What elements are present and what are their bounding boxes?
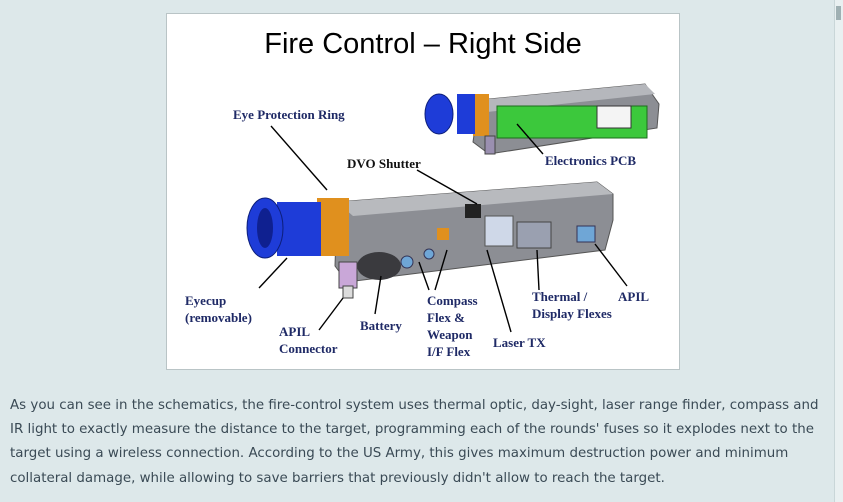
- label-apil-connector: APIL Connector: [279, 323, 338, 357]
- label-compass-line1: Compass: [427, 293, 478, 308]
- page-scrollbar[interactable]: [834, 0, 843, 502]
- label-battery: Battery: [360, 318, 402, 333]
- scrollbar-thumb[interactable]: [836, 6, 841, 20]
- label-compass-line2: Flex &: [427, 310, 465, 325]
- label-electronics-pcb: Electronics PCB: [545, 153, 637, 168]
- label-thermal-line1: Thermal /: [532, 289, 588, 304]
- article-paragraph: As you can see in the schematics, the fi…: [10, 398, 819, 486]
- diagram-title: Fire Control – Right Side: [264, 28, 582, 60]
- label-thermal-line2: Display Flexes: [532, 306, 612, 321]
- label-dvo-shutter: DVO Shutter: [347, 156, 421, 171]
- label-compass-line3: Weapon: [427, 327, 473, 342]
- upper-unit: [424, 83, 660, 155]
- label-eye-protection-ring: Eye Protection Ring: [233, 107, 345, 122]
- label-eyecup-line1: Eyecup: [185, 293, 227, 308]
- label-compass-line4: I/F Flex: [427, 344, 471, 359]
- label-apil: APIL: [618, 289, 650, 304]
- label-thermal-display-flexes: Thermal / Display Flexes: [532, 288, 612, 322]
- label-compass-flex: Compass Flex & Weapon I/F Flex: [427, 292, 478, 360]
- label-laser-tx: Laser TX: [493, 335, 546, 350]
- label-eyecup: Eyecup (removable): [185, 292, 252, 326]
- lower-unit: [246, 181, 614, 299]
- label-apil-connector-line2: Connector: [279, 341, 338, 356]
- fire-control-diagram: Fire Control – Right Side: [166, 13, 680, 370]
- label-apil-connector-line1: APIL: [279, 324, 311, 339]
- leader-lines: [258, 123, 628, 333]
- label-eyecup-line2: (removable): [185, 310, 252, 325]
- device-illustration: [246, 83, 660, 333]
